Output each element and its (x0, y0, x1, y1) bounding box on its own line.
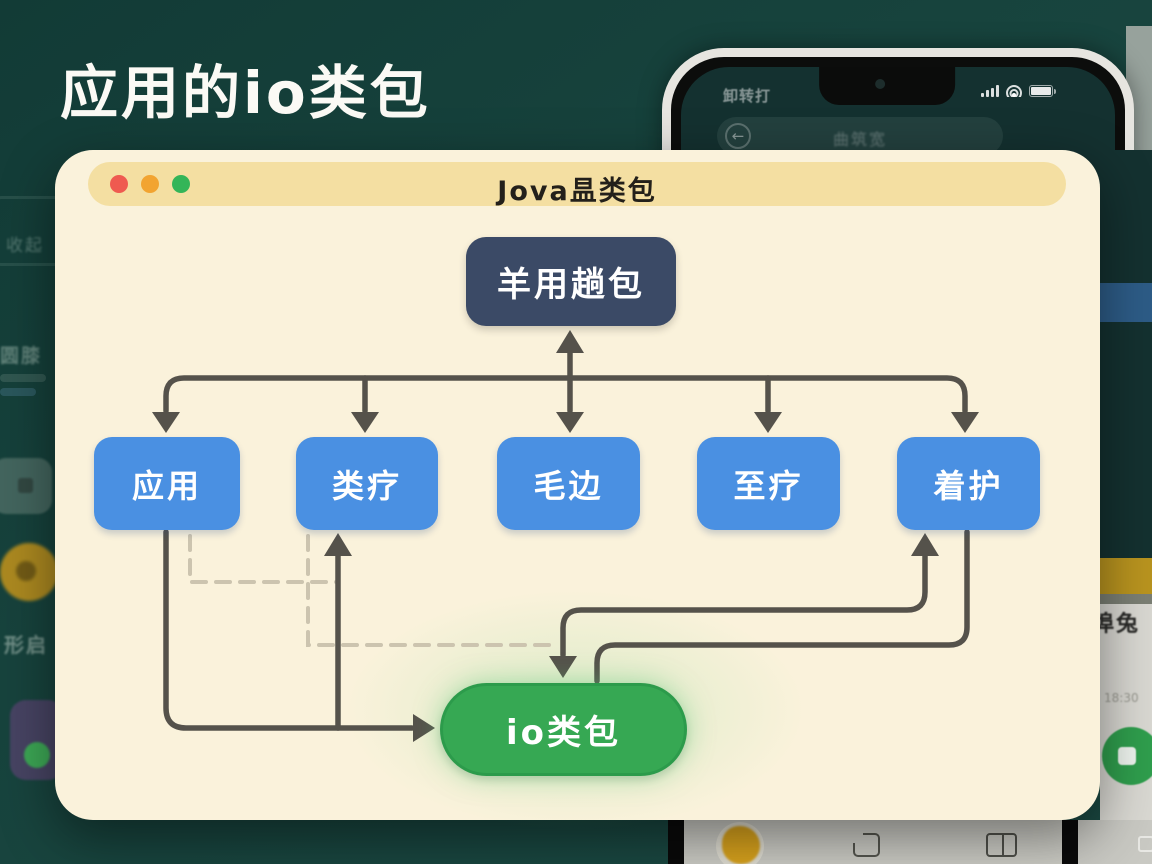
window-controls (110, 175, 190, 193)
diagram-node-sink: io类包 (440, 683, 687, 776)
diagram-node-child-3: 毛边 (497, 437, 640, 530)
small-square-icon (1138, 836, 1152, 852)
phone-camera-icon (875, 79, 886, 89)
diagram-node-child-4: 至疗 (697, 437, 840, 530)
window-title: Jova昷类包 (497, 176, 657, 207)
phone-nav-title: 曲筑宽 (832, 130, 887, 149)
left-text-2: 圆膝 (0, 345, 43, 367)
phone-nav-bar: 曲筑宽 (717, 117, 1003, 155)
left-blur-line-1 (0, 374, 46, 382)
right-strip-yellow-band (1100, 558, 1152, 594)
phone-bezel-edge-2 (1062, 820, 1078, 864)
right-panel-app-icon (1102, 727, 1152, 785)
left-text-3: 形启 (4, 633, 48, 657)
frame-icon (852, 832, 880, 857)
phone-bezel-edge (668, 820, 684, 864)
left-gold-icon (0, 543, 58, 601)
battery-icon (1029, 85, 1056, 97)
phone-notch (819, 67, 956, 105)
page-title: 应用的io类包 (60, 59, 431, 127)
left-blur-line-2 (0, 388, 36, 396)
phone-status-icons (981, 85, 1056, 97)
diagram-node-child-5: 着护 (897, 437, 1040, 530)
left-gray-tile (0, 458, 52, 514)
back-arrow-icon (725, 123, 751, 149)
left-text-1: 收起 (6, 236, 44, 256)
zoom-button[interactable] (172, 175, 190, 193)
diagram-node-child-2: 类疗 (296, 437, 438, 530)
close-button[interactable] (110, 175, 128, 193)
right-strip-divider (1100, 594, 1152, 604)
right-strip-screen (1100, 150, 1152, 562)
gold-blob-icon (722, 826, 760, 864)
signal-icon (981, 85, 999, 97)
book-icon (986, 833, 1017, 857)
window-titlebar: Jova昷类包 (88, 162, 1066, 207)
diagram-node-root: 羊用趟包 (466, 237, 676, 326)
right-strip-blue-band (1100, 283, 1152, 322)
phone-status-text: 卸转打 (723, 87, 772, 105)
diagram-node-child-1: 应用 (94, 437, 240, 530)
wifi-icon (1006, 85, 1022, 97)
minimize-button[interactable] (141, 175, 159, 193)
right-panel-time: 18:30 (1104, 691, 1139, 705)
